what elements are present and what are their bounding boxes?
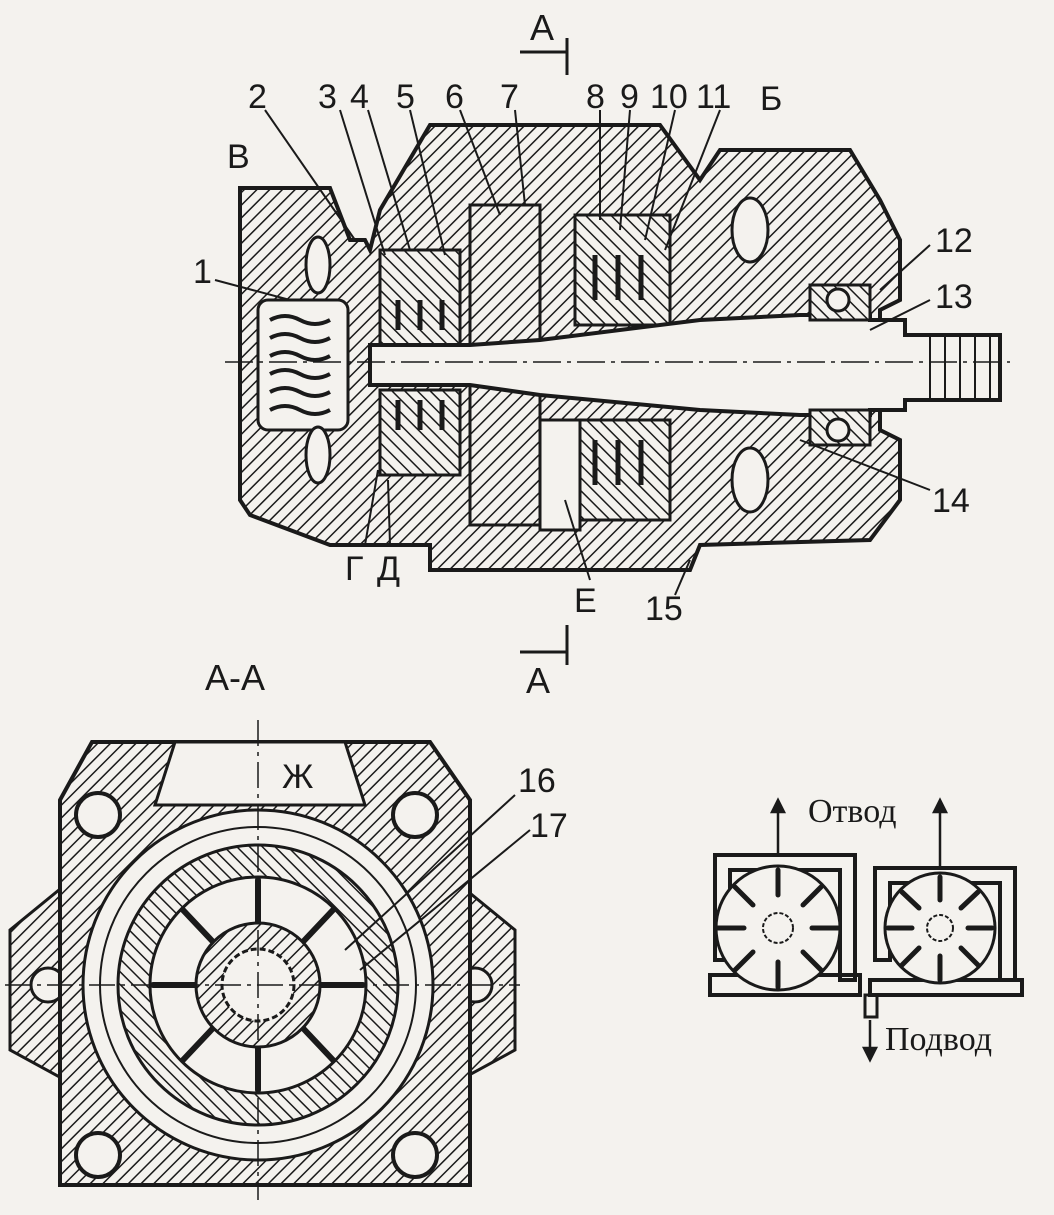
bearing-ball-top — [825, 287, 851, 313]
left-rotor-vanes — [715, 867, 841, 990]
right-rotor-vanes — [885, 874, 995, 983]
left-unit-frame — [713, 853, 857, 982]
schematic-outlet-label: Отвод — [808, 793, 897, 830]
part-label-10: 10 — [650, 78, 688, 116]
gear-block-left-top — [378, 248, 462, 347]
part-label-4: 4 — [350, 78, 369, 116]
left-cavity-bottom — [304, 425, 332, 485]
zone-label-zh: Ж — [282, 758, 313, 796]
port-zh — [152, 740, 368, 807]
right-unit-frame — [873, 866, 1017, 982]
zone-label-v: В — [227, 138, 250, 176]
section-cut-bottom: А — [520, 625, 569, 701]
part-label-14: 14 — [932, 482, 970, 520]
part-label-6: 6 — [445, 78, 464, 116]
gear-block-right-top — [573, 213, 672, 327]
cross-section-a-a: А-А Ж — [5, 657, 568, 1200]
right-cavity-top — [730, 196, 770, 264]
part-label-3: 3 — [318, 78, 337, 116]
part-label-1: 1 — [193, 253, 212, 291]
section-mark-top: А — [530, 7, 554, 48]
rotor-right-vanes — [592, 255, 644, 485]
right-unit-base — [868, 978, 1024, 997]
zone-label-e: Е — [574, 582, 597, 620]
channel-e — [538, 418, 582, 532]
part-label-16: 16 — [518, 762, 556, 800]
leader-16 — [344, 794, 516, 951]
section-mark-bottom: А — [526, 660, 550, 701]
part-label-2: 2 — [248, 78, 267, 116]
zone-label-b: Б — [760, 80, 782, 118]
bearing-ball-bottom — [825, 417, 851, 443]
right-rotor-hub — [926, 914, 954, 942]
gear-block-right-bottom — [573, 418, 672, 522]
longitudinal-section: А А 1 2 — [193, 7, 1010, 701]
leader-17 — [359, 829, 531, 971]
part-label-13: 13 — [935, 278, 973, 316]
bolt-hole-tl — [74, 791, 122, 839]
left-cavity-top — [304, 235, 332, 295]
section-title: А-А — [205, 657, 265, 698]
zone-label-d: Д — [377, 550, 400, 588]
rotor-left-vanes — [395, 300, 445, 430]
outlet-arrows — [769, 797, 949, 1063]
drive-shaft — [368, 313, 1002, 417]
bolt-hole-bl — [74, 1131, 122, 1179]
shaft-thread — [929, 335, 991, 400]
left-rotor-hub — [762, 912, 794, 944]
part-label-5: 5 — [396, 78, 415, 116]
part-label-7: 7 — [500, 78, 519, 116]
inlet-stub — [863, 993, 879, 1019]
leader-lines — [214, 109, 931, 596]
part-label-12: 12 — [935, 222, 973, 260]
part-label-11: 11 — [696, 78, 731, 116]
section-cut-top: А — [520, 7, 569, 75]
part-label-8: 8 — [586, 78, 605, 116]
part-label-15: 15 — [645, 590, 683, 628]
schematic-inlet-label: Подвод — [885, 1021, 992, 1058]
part-label-17: 17 — [530, 807, 568, 845]
spring — [269, 314, 331, 416]
bolt-hole-br — [391, 1131, 439, 1179]
bolt-hole-tr — [391, 791, 439, 839]
flow-schematic: Отвод Подвод — [708, 793, 1024, 1063]
right-cavity-bottom — [730, 446, 770, 514]
part-label-9: 9 — [620, 78, 639, 116]
zone-label-g: Г — [345, 550, 363, 588]
